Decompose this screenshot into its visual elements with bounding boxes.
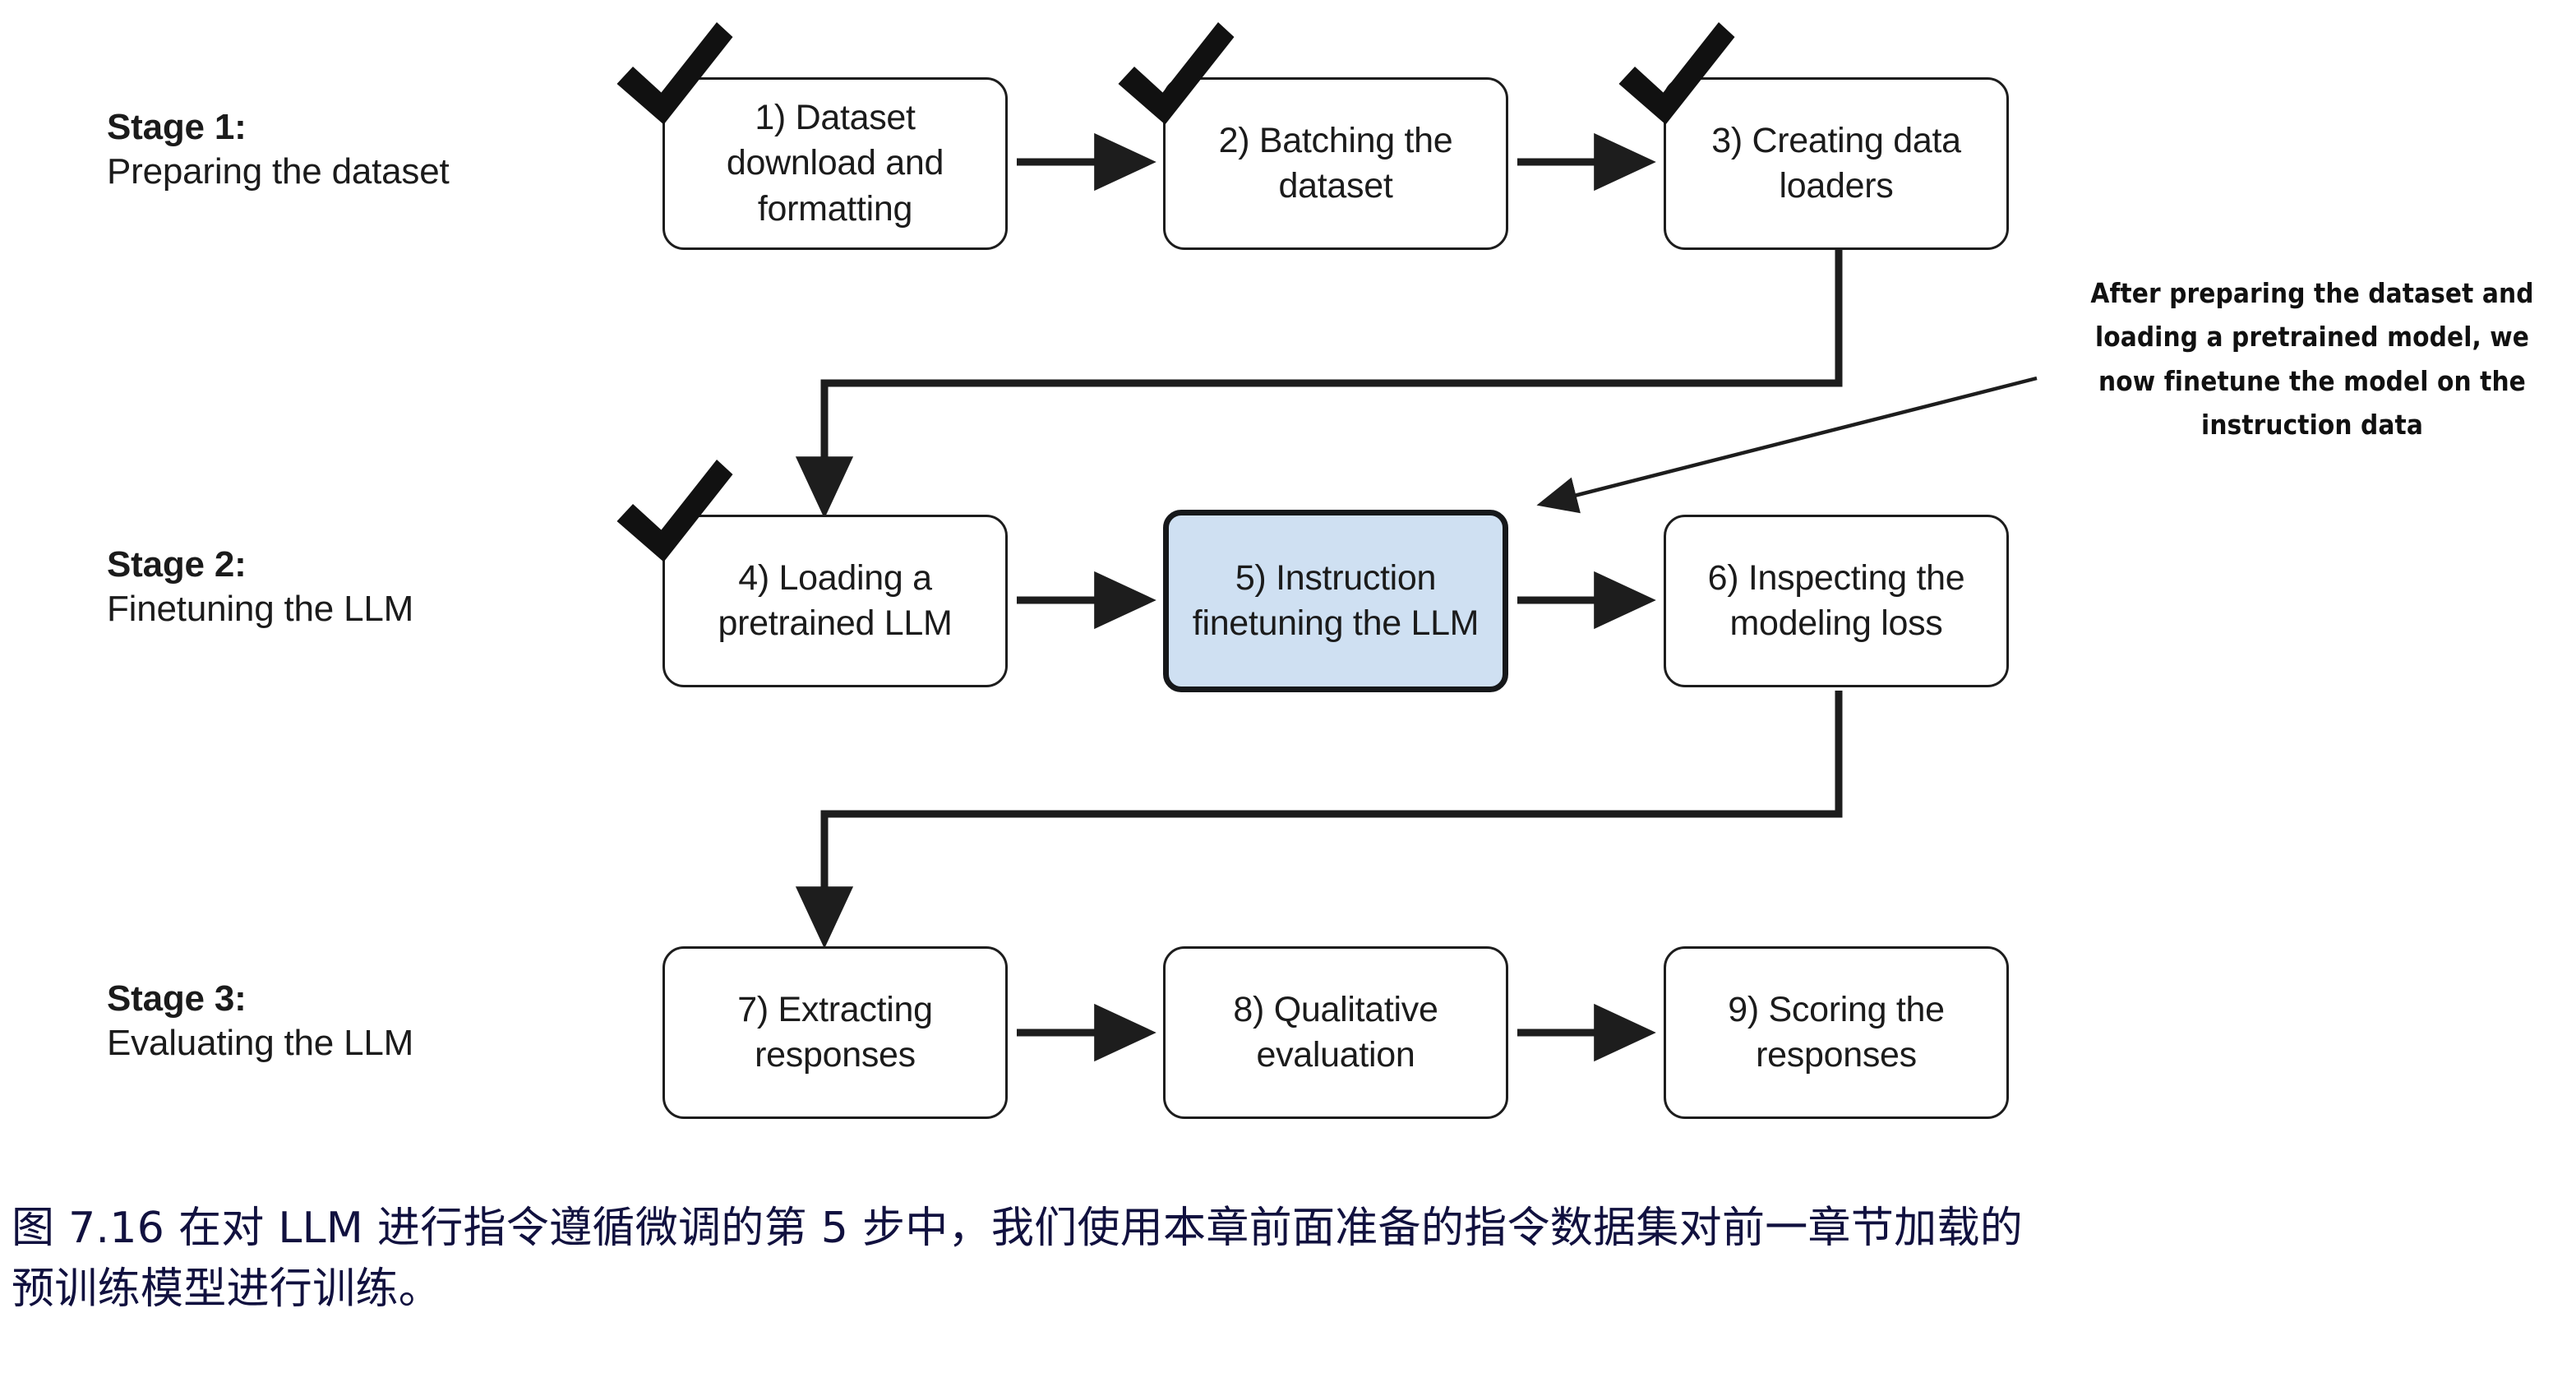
- flow-node-9[interactable]: 9) Scoring the responses: [1664, 946, 2009, 1119]
- flow-node-7[interactable]: 7) Extracting responses: [662, 946, 1008, 1119]
- caption-line-2: 预训练模型进行训练。: [12, 1264, 442, 1314]
- stage-1-title: Stage 1:: [107, 107, 247, 147]
- stage-3-title: Stage 3:: [107, 978, 247, 1019]
- checkmark-icon-node-4: [610, 457, 735, 566]
- figure-caption: 图 7.16 在对 LLM 进行指令遵循微调的第 5 步中，我们使用本章前面准备…: [12, 1199, 2568, 1320]
- stage-2-title: Stage 2:: [107, 544, 247, 585]
- checkmark-icon-node-1: [610, 20, 735, 128]
- stage-2-subtitle: Finetuning the LLM: [107, 588, 414, 629]
- annotation-line-3: now finetune the model on the: [2098, 364, 2526, 397]
- stage-3-subtitle: Evaluating the LLM: [107, 1022, 414, 1063]
- flow-node-8[interactable]: 8) Qualitative evaluation: [1163, 946, 1508, 1119]
- flow-node-1[interactable]: 1) Dataset download and formatting: [662, 77, 1008, 250]
- checkmark-icon-node-3: [1612, 20, 1737, 128]
- flow-node-5[interactable]: 5) Instruction finetuning the LLM: [1163, 510, 1508, 692]
- annotation-line-1: After preparing the dataset and: [2090, 277, 2534, 309]
- arrow-3-to-4: [795, 248, 1843, 519]
- caption-line-1: 图 7.16 在对 LLM 进行指令遵循微调的第 5 步中，我们使用本章前面准备…: [12, 1204, 2024, 1253]
- flow-node-6[interactable]: 6) Inspecting the modeling loss: [1664, 515, 2009, 687]
- flow-node-3[interactable]: 3) Creating data loaders: [1664, 77, 2009, 250]
- checkmark-icon-node-2: [1111, 20, 1236, 128]
- stage-label-3: Stage 3: Evaluating the LLM: [107, 977, 413, 1065]
- flow-node-2[interactable]: 2) Batching the dataset: [1163, 77, 1508, 250]
- annotation-line-4: instruction data: [2201, 409, 2423, 441]
- stage-label-2: Stage 2: Finetuning the LLM: [107, 543, 413, 631]
- annotation-note: After preparing the dataset and loading …: [2052, 271, 2573, 447]
- flow-node-4[interactable]: 4) Loading a pretrained LLM: [662, 515, 1008, 687]
- stage-label-1: Stage 1: Preparing the dataset: [107, 105, 450, 193]
- annotation-line-2: loading a pretrained model, we: [2094, 321, 2530, 354]
- annotation-leader-line: [1536, 376, 2038, 514]
- arrow-6-to-7: [795, 691, 1843, 949]
- stage-1-subtitle: Preparing the dataset: [107, 150, 450, 192]
